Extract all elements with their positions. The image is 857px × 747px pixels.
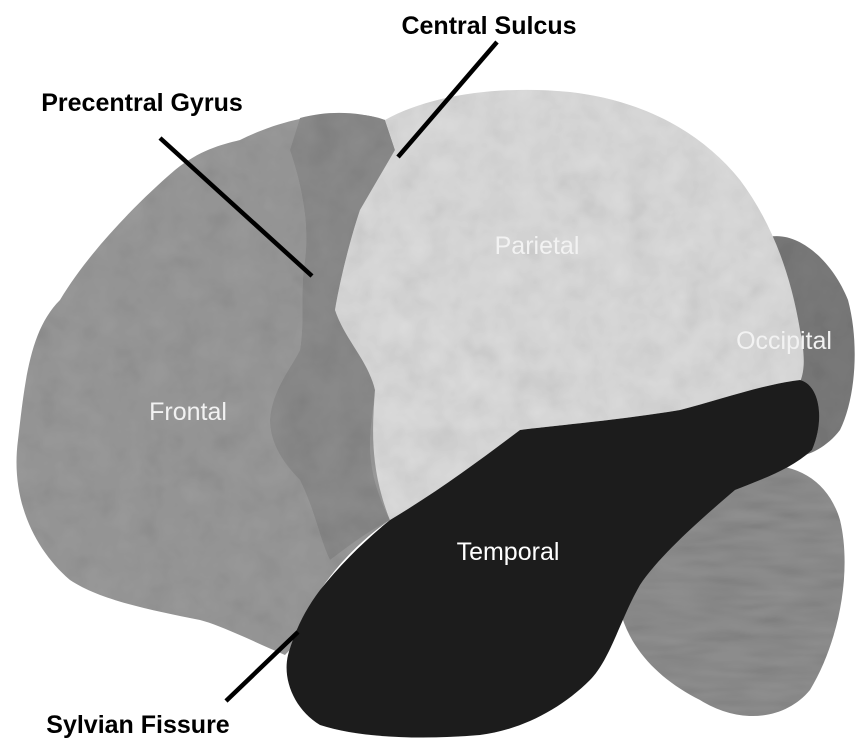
occipital-label: Occipital bbox=[736, 327, 832, 355]
sylvian-fissure-label: Sylvian Fissure bbox=[46, 711, 230, 739]
central-sulcus-label: Central Sulcus bbox=[401, 12, 576, 40]
precentral-gyrus-label: Precentral Gyrus bbox=[41, 89, 243, 117]
temporal-label: Temporal bbox=[457, 538, 560, 566]
parietal-label: Parietal bbox=[495, 232, 580, 260]
frontal-label: Frontal bbox=[149, 398, 227, 426]
